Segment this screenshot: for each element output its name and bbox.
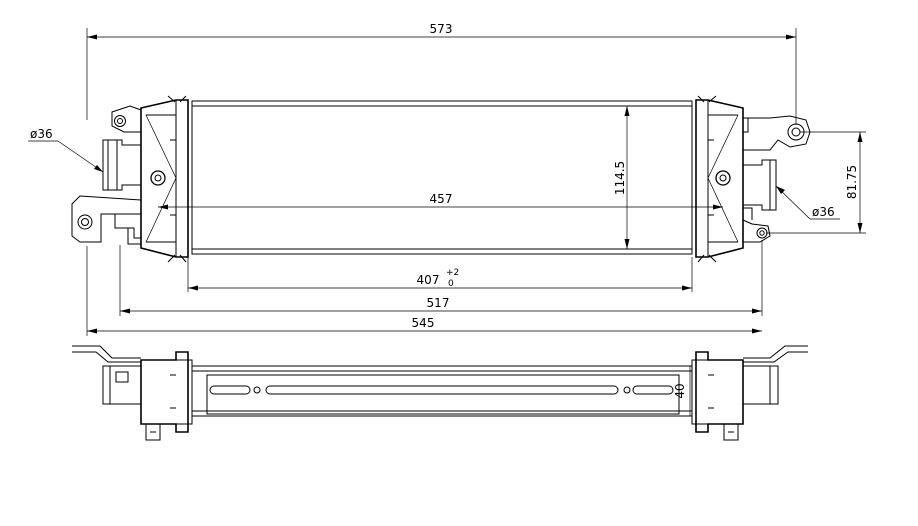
- top-view: [71, 95, 811, 263]
- dimensions-top: 573 457 407 +2 0 517 545 114.5: [28, 22, 866, 336]
- left-boss: [150, 170, 166, 186]
- dim-81-75: 81.75: [845, 165, 859, 199]
- left-inlet-pipe: [102, 139, 141, 191]
- dim-407-lower-tol: 0: [448, 279, 454, 289]
- dim-40: 40: [673, 383, 687, 398]
- right-boss: [715, 170, 731, 186]
- dim-407: 407: [417, 273, 440, 287]
- slot-right: [632, 385, 674, 395]
- right-bottom-tab: [742, 219, 771, 243]
- dim-517: 517: [427, 296, 450, 310]
- left-bottom-mount: [71, 195, 142, 243]
- slot-center: [265, 385, 619, 395]
- dim-407-upper-tol: +2: [446, 268, 459, 278]
- dim-545: 545: [412, 316, 435, 330]
- core-outline: [191, 100, 693, 255]
- dim-inlet-dia: ø36: [30, 127, 53, 141]
- side-view: 40: [72, 345, 808, 441]
- side-core: [191, 365, 693, 417]
- left-top-bracket: [111, 105, 142, 133]
- side-plate: [206, 374, 680, 415]
- dim-114-5: 114.5: [613, 161, 627, 195]
- right-outlet-pipe: [743, 159, 777, 211]
- dim-457: 457: [430, 192, 453, 206]
- dim-573: 573: [430, 22, 453, 36]
- right-top-bracket: [743, 115, 811, 151]
- dim-outlet-dia: ø36: [812, 205, 835, 219]
- slot-left: [209, 385, 251, 395]
